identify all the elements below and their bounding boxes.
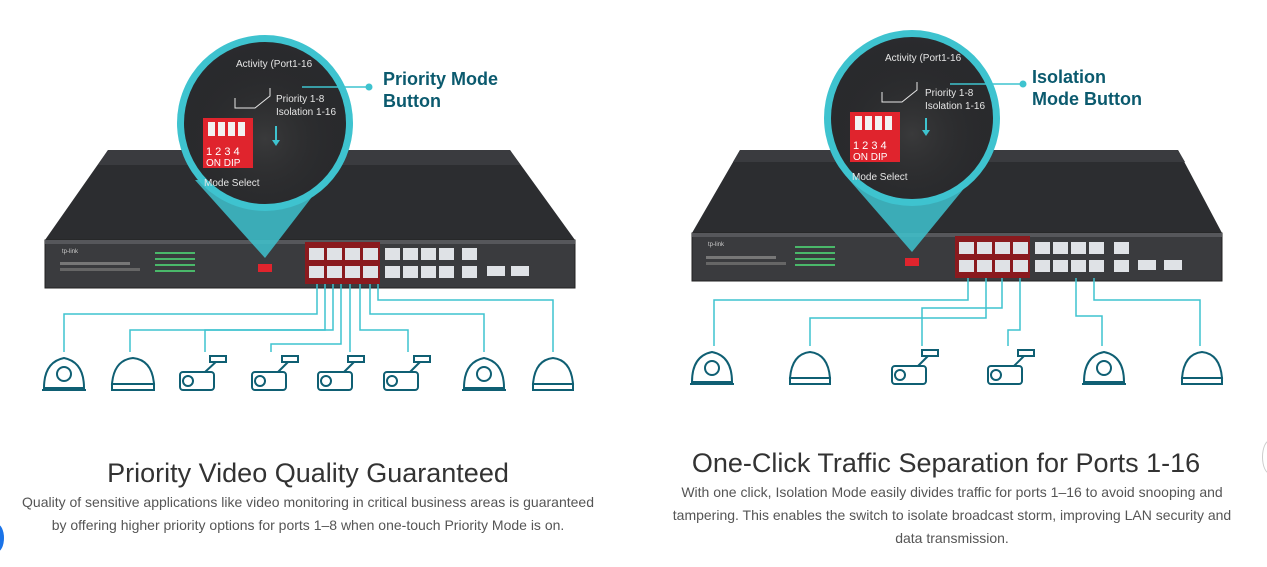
zoom-dip-label: ON DIP [853,152,888,163]
isolation-title: One-Click Traffic Separation for Ports 1… [691,448,1201,478]
callout-line-1: Priority Mode [383,69,499,89]
description-line-1: With one click, Isolation Mode easily di… [681,484,1223,500]
description-line-2: by offering higher priority options for … [51,517,565,533]
right-panel: tp-link Activity (Port1-16 Priority 1-8 … [640,0,1267,567]
zoom-dip-numbers: 1 2 3 4 [206,146,240,158]
left-edge-blue-button[interactable] [0,524,4,552]
zoom-dip-numbers: 1 2 3 4 [853,140,887,152]
description-line-3: data transmission. [895,530,1009,546]
right-illustration: tp-link Activity (Port1-16 Priority 1-8 … [690,30,1224,385]
zoom-isolation-text: Isolation 1-16 [925,101,985,112]
callout-line-2: Mode Button [1032,89,1142,109]
zoom-mode-select: Mode Select [852,172,908,183]
callout-line-2: Button [383,91,441,111]
isolation-mode-callout: Isolation Mode Button [1032,66,1142,110]
zoom-isolation-text: Isolation 1-16 [276,107,336,118]
zoom-mode-select: Mode Select [204,178,260,189]
description-line-1: Quality of sensitive applications like v… [22,494,594,510]
svg-text:tp-link: tp-link [62,249,79,255]
zoom-priority-text: Priority 1-8 [276,94,325,105]
callout-line-1: Isolation [1032,67,1107,87]
priority-description: Quality of sensitive applications like v… [8,491,608,537]
svg-text:tp-link: tp-link [708,242,725,248]
priority-mode-callout: Priority Mode Button [383,68,498,112]
zoom-priority-text: Priority 1-8 [925,88,974,99]
description-line-2: tampering. This enables the switch to is… [672,507,1232,523]
priority-title: Priority Video Quality Guaranteed [107,458,509,488]
left-panel: tp-link Activity (Port1-16 Pr [0,0,630,567]
isolation-description: With one click, Isolation Mode easily di… [652,481,1252,550]
zoom-activity-text: Activity (Port1-16 [236,59,313,70]
zoom-dip-label: ON DIP [206,158,241,169]
left-illustration: tp-link Activity (Port1-16 Pr [42,35,576,391]
zoom-activity-text: Activity (Port1-16 [885,53,962,64]
